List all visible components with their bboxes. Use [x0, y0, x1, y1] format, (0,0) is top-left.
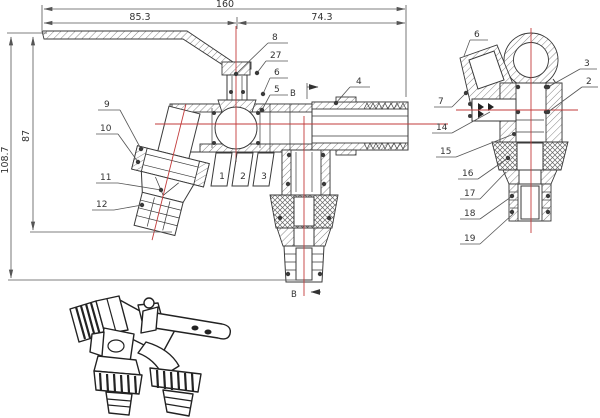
- svg-text:6: 6: [474, 30, 480, 40]
- product-illustration: [69, 295, 232, 417]
- svg-text:19: 19: [464, 234, 476, 244]
- pictorial-hex-nut: [95, 295, 129, 335]
- section-mark-top: B: [290, 83, 319, 99]
- callout-4: 4: [333, 77, 370, 106]
- dim-overall-width: 160: [216, 0, 234, 10]
- callout-11: 11: [96, 173, 164, 193]
- callout-9: 9: [98, 100, 144, 152]
- callout-box-3: 3: [252, 152, 275, 187]
- side-section-view: [456, 28, 578, 233]
- callout-5: 5: [259, 85, 288, 113]
- pictorial-right-barb: [162, 389, 194, 417]
- callout-12: 12: [92, 200, 145, 211]
- svg-text:27: 27: [270, 51, 281, 61]
- handle-bar-section: [41, 30, 252, 70]
- svg-text:11: 11: [100, 173, 111, 183]
- dim-inner-height: 87: [21, 130, 32, 142]
- valve-stem: [226, 74, 248, 103]
- callout-27: 27: [254, 51, 288, 76]
- svg-text:7: 7: [438, 97, 444, 107]
- thread-bottom: [363, 142, 407, 150]
- svg-text:8: 8: [272, 33, 278, 43]
- callout-16: 16: [458, 155, 511, 180]
- svg-text:17: 17: [464, 189, 475, 199]
- svg-text:3: 3: [261, 172, 267, 182]
- thread-top: [363, 102, 407, 110]
- dim-right-segment: 74.3: [311, 12, 332, 23]
- svg-text:6: 6: [274, 68, 280, 78]
- handle-ring: [503, 32, 559, 88]
- pictorial-left-barb: [105, 391, 133, 416]
- callout-2-side: 2: [545, 77, 598, 115]
- svg-text:5: 5: [274, 85, 280, 95]
- section-letter-bottom: B: [291, 290, 297, 300]
- svg-text:16: 16: [462, 169, 474, 179]
- dimensions: 160 85.3 74.3 87 108.7: [0, 0, 407, 281]
- callouts-side-view: 6 3 2 7 14 15 16 17 18 19: [432, 30, 598, 245]
- pictorial-right-nut: [149, 367, 202, 393]
- main-section-view: B B: [41, 26, 448, 300]
- svg-text:3: 3: [584, 59, 590, 69]
- svg-text:18: 18: [464, 209, 476, 219]
- callout-6-side: 6: [463, 30, 488, 57]
- callout-14: 14: [432, 111, 491, 134]
- spout-centerline: [151, 104, 187, 241]
- callout-7: 7: [434, 90, 469, 108]
- callout-box-1: 1: [210, 152, 233, 187]
- callout-17: 17: [460, 171, 507, 200]
- svg-text:10: 10: [100, 124, 112, 134]
- callout-8: 8: [233, 33, 288, 77]
- section-letter-top: B: [290, 89, 296, 99]
- svg-text:2: 2: [586, 77, 592, 87]
- callout-19: 19: [460, 213, 514, 245]
- svg-text:1: 1: [219, 172, 225, 182]
- angled-spout-outlet: [131, 104, 210, 241]
- svg-text:12: 12: [96, 200, 107, 210]
- callout-10: 10: [96, 124, 141, 165]
- svg-text:4: 4: [356, 77, 362, 87]
- callout-6-main: 6: [260, 68, 288, 97]
- svg-text:2: 2: [240, 172, 246, 182]
- callout-3-side: 3: [545, 59, 597, 90]
- dim-overall-height: 108.7: [0, 146, 11, 173]
- svg-text:9: 9: [104, 100, 110, 110]
- callout-15: 15: [436, 132, 516, 158]
- svg-text:15: 15: [440, 147, 451, 157]
- pictorial-left-nut: [93, 370, 143, 395]
- callouts-main-view: 8 27 6 5 4 9 10 11 12 1 2 3: [92, 33, 370, 211]
- svg-text:14: 14: [436, 123, 448, 133]
- callout-18: 18: [460, 196, 512, 220]
- dim-left-segment: 85.3: [129, 12, 150, 23]
- callout-box-2: 2: [231, 152, 254, 187]
- section-mark-bottom: B: [291, 289, 321, 300]
